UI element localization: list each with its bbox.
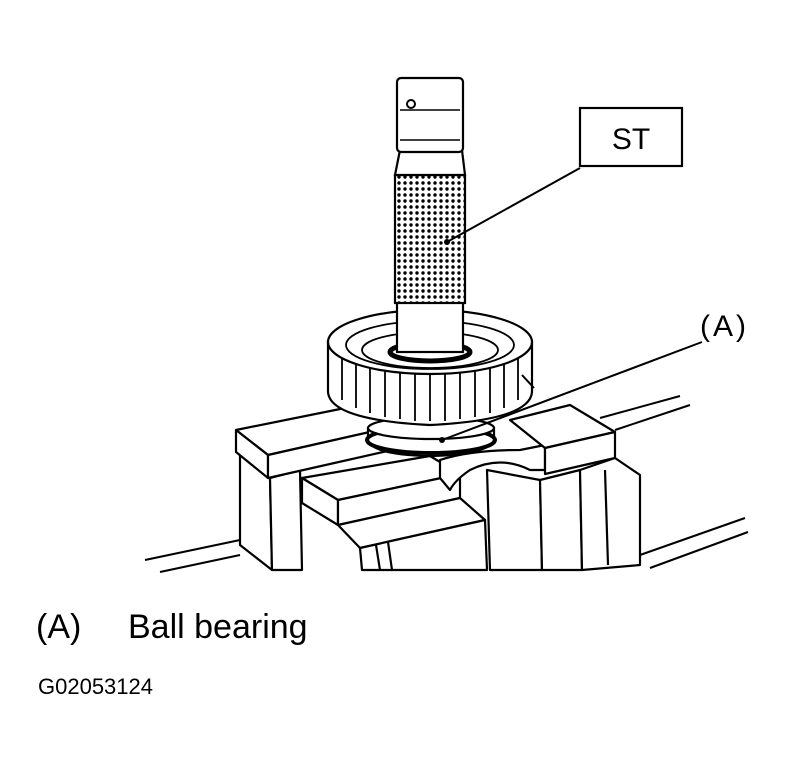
special-tool [387, 76, 473, 364]
callout-st: ST [444, 106, 684, 245]
vise-support-blocks [234, 403, 642, 572]
callout-a-leader [441, 341, 703, 441]
callout-a: (A) [439, 310, 749, 443]
legend-entry-a: (A) Ball bearing [36, 608, 308, 647]
table-surface [144, 395, 749, 573]
callout-st-box [578, 106, 684, 168]
callout-st-label: ST [612, 123, 650, 156]
legend-key: (A) [36, 608, 82, 646]
callout-a-label: (A) [700, 310, 749, 343]
legend-description: Ball bearing [128, 608, 308, 646]
assembly-diagram: ST (A) [144, 76, 749, 573]
callout-st-leader [446, 167, 581, 243]
figure-id: G02053124 [38, 674, 153, 699]
